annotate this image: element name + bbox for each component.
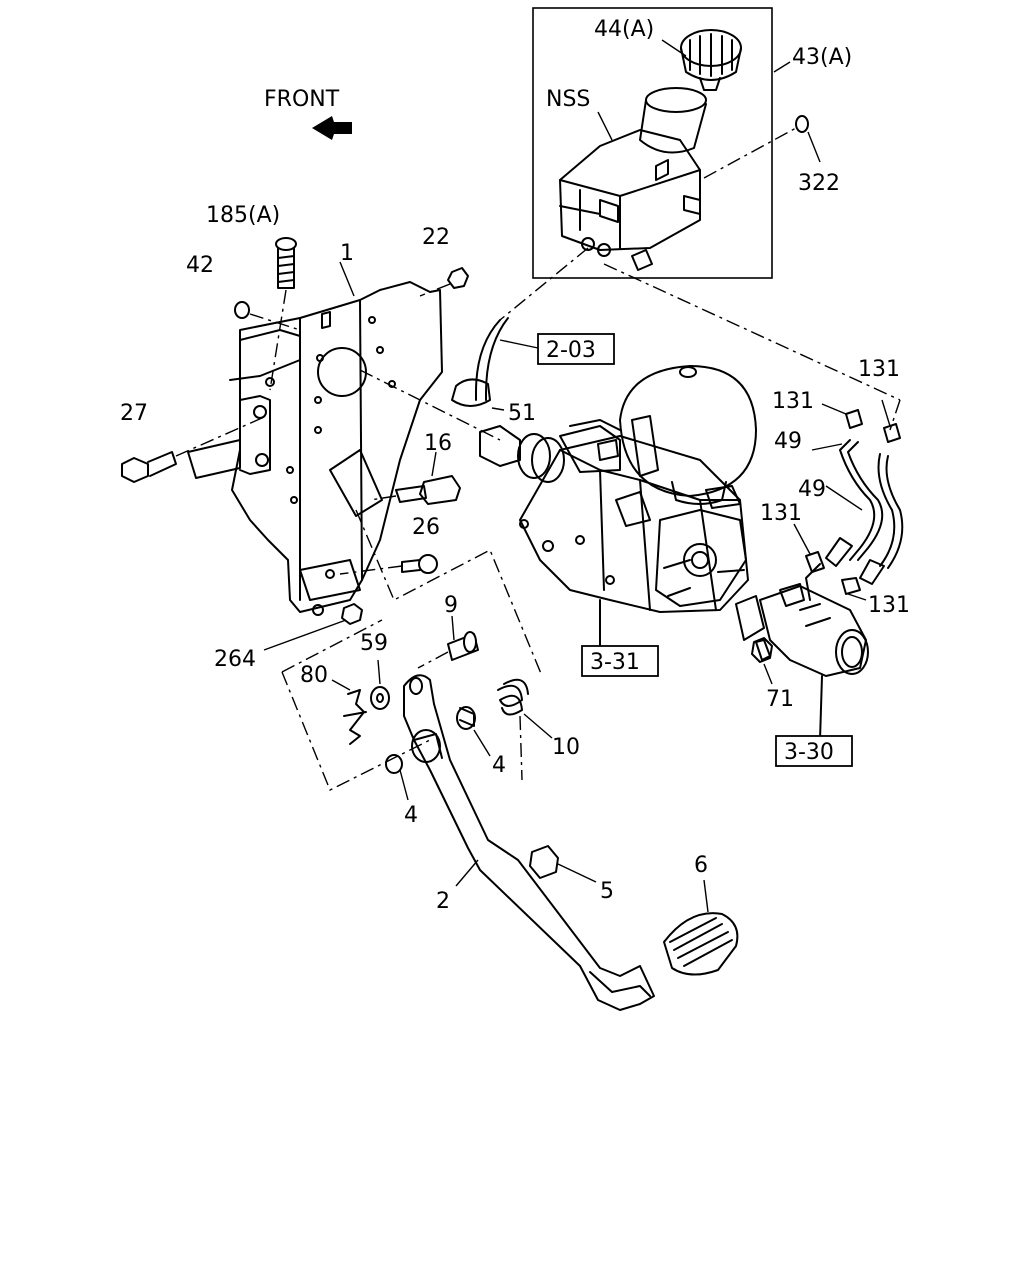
part-6-pedal-pad (663, 879, 739, 976)
front-label: FRONT (264, 87, 340, 112)
label-131-d: 131 (868, 593, 910, 618)
front-indicator: FRONT (264, 87, 352, 140)
part-27-bolt (121, 417, 263, 483)
label-80: 80 (300, 663, 328, 688)
reservoir-assembly (532, 7, 773, 279)
label-42: 42 (186, 253, 214, 278)
reservoir-cap (680, 29, 742, 91)
label-43a: 43(A) (792, 45, 852, 70)
part-42-nut (234, 301, 301, 331)
callout-labels: 44(A) 43(A) NSS 322 185(A) 42 1 22 27 16… (120, 17, 910, 914)
label-26: 26 (412, 515, 440, 540)
reservoir-tank (559, 87, 707, 271)
pedal-bracket (187, 261, 443, 616)
pedal-hardware-outlines (281, 509, 543, 791)
ref-box-2-03 (537, 333, 615, 365)
part-80-clip (331, 679, 367, 745)
label-49-a: 49 (774, 429, 802, 454)
label-4-b: 4 (404, 803, 418, 828)
slave-cylinder (735, 583, 869, 741)
ref-box-3-30 (775, 735, 853, 767)
label-49-b: 49 (798, 477, 826, 502)
label-16: 16 (424, 431, 452, 456)
part-2-pedal-arm (403, 674, 655, 1011)
ref-3-30: 3-30 (784, 740, 834, 765)
label-131-c: 131 (760, 501, 802, 526)
hose-2-03 (451, 317, 539, 411)
part-322 (703, 115, 821, 179)
part-71-nut (751, 637, 773, 685)
label-22: 22 (422, 225, 450, 250)
master-cylinder (479, 365, 757, 647)
label-5: 5 (600, 879, 614, 904)
label-4-a: 4 (492, 753, 506, 778)
part-10-spring (497, 678, 553, 781)
label-27: 27 (120, 401, 148, 426)
part-59-washer (370, 659, 390, 710)
label-322: 322 (798, 171, 840, 196)
ref-3-31: 3-31 (590, 650, 640, 675)
label-6: 6 (694, 853, 708, 878)
label-10: 10 (552, 735, 580, 760)
label-185a: 185(A) (206, 203, 280, 228)
label-nss: NSS (546, 87, 590, 112)
reservoir-box (532, 7, 773, 279)
ref-box-3-31 (581, 645, 659, 677)
reference-boxes: 2-03 3-31 3-30 (537, 333, 853, 767)
label-131-a: 131 (772, 389, 814, 414)
pipes-49 (793, 399, 904, 601)
label-2: 2 (436, 889, 450, 914)
part-16-switch (369, 451, 461, 505)
label-51: 51 (508, 401, 536, 426)
ref-2-03: 2-03 (546, 338, 596, 363)
label-71: 71 (766, 687, 794, 712)
label-131-b: 131 (858, 357, 900, 382)
label-59: 59 (360, 631, 388, 656)
part-5-stop (529, 845, 597, 883)
front-arrow-icon (312, 116, 352, 140)
label-264: 264 (214, 647, 256, 672)
label-44a: 44(A) (594, 17, 654, 42)
part-185a-bolt (269, 237, 297, 391)
label-1: 1 (340, 241, 354, 266)
label-9: 9 (444, 593, 458, 618)
part-9-pin (417, 615, 479, 669)
part-26-bolt (339, 554, 438, 575)
part-4-bushing (385, 706, 491, 801)
part-264-nut (263, 603, 363, 651)
part-22-nut (419, 267, 469, 297)
